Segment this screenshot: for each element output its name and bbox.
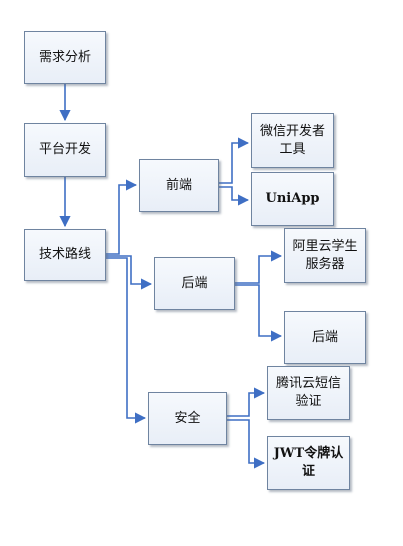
node-wechat-tools: 微信开发者工具 [251,113,334,168]
node-platform-label: 平台开发 [38,142,91,157]
node-frontend-label: 前端 [165,177,192,193]
arrow-frontend-to-wechat-tools [219,137,250,184]
node-security: 安全 [148,392,227,445]
node-jwt-auth-label: JWT令牌认证 [273,446,344,479]
node-backend-leaf-label: 后端 [311,329,338,345]
node-requirements-label: 需求分析 [38,49,91,65]
node-backend-leaf: 后端 [284,311,366,364]
node-security-label: 安全 [174,410,201,426]
node-frontend: 前端 [139,159,219,212]
arrow-tech-route-to-security [106,257,147,424]
arrow-tech-route-to-backend [106,255,153,290]
node-aliyun-server-label: 阿里云学生服务器 [292,238,358,272]
node-jwt-auth: JWT令牌认证 [267,436,350,490]
node-tech-route-label: 技术路线 [38,247,91,262]
arrow-tech-route-to-frontend [106,179,138,255]
node-backend-label: 后端 [181,275,208,291]
node-backend: 后端 [154,257,235,310]
node-aliyun-server: 阿里云学生服务器 [284,228,366,283]
node-tencent-sms-label: 腾讯云短信验证 [275,376,341,409]
arrow-frontend-to-uniapp [219,186,250,206]
node-wechat-tools-label: 微信开发者工具 [259,123,325,157]
arrow-backend-to-backend-leaf [235,284,283,342]
node-uniapp: UniApp [251,172,334,226]
arrow-security-to-jwt-auth [227,419,266,469]
node-uniapp-label: UniApp [265,191,320,206]
node-tencent-sms: 腾讯云短信验证 [267,366,350,420]
node-tech-route: 技术路线 [24,229,106,281]
node-platform: 平台开发 [24,123,106,177]
node-requirements: 需求分析 [24,31,106,84]
arrow-backend-to-aliyun-server [235,250,283,284]
arrow-security-to-tencent-sms [227,387,266,417]
